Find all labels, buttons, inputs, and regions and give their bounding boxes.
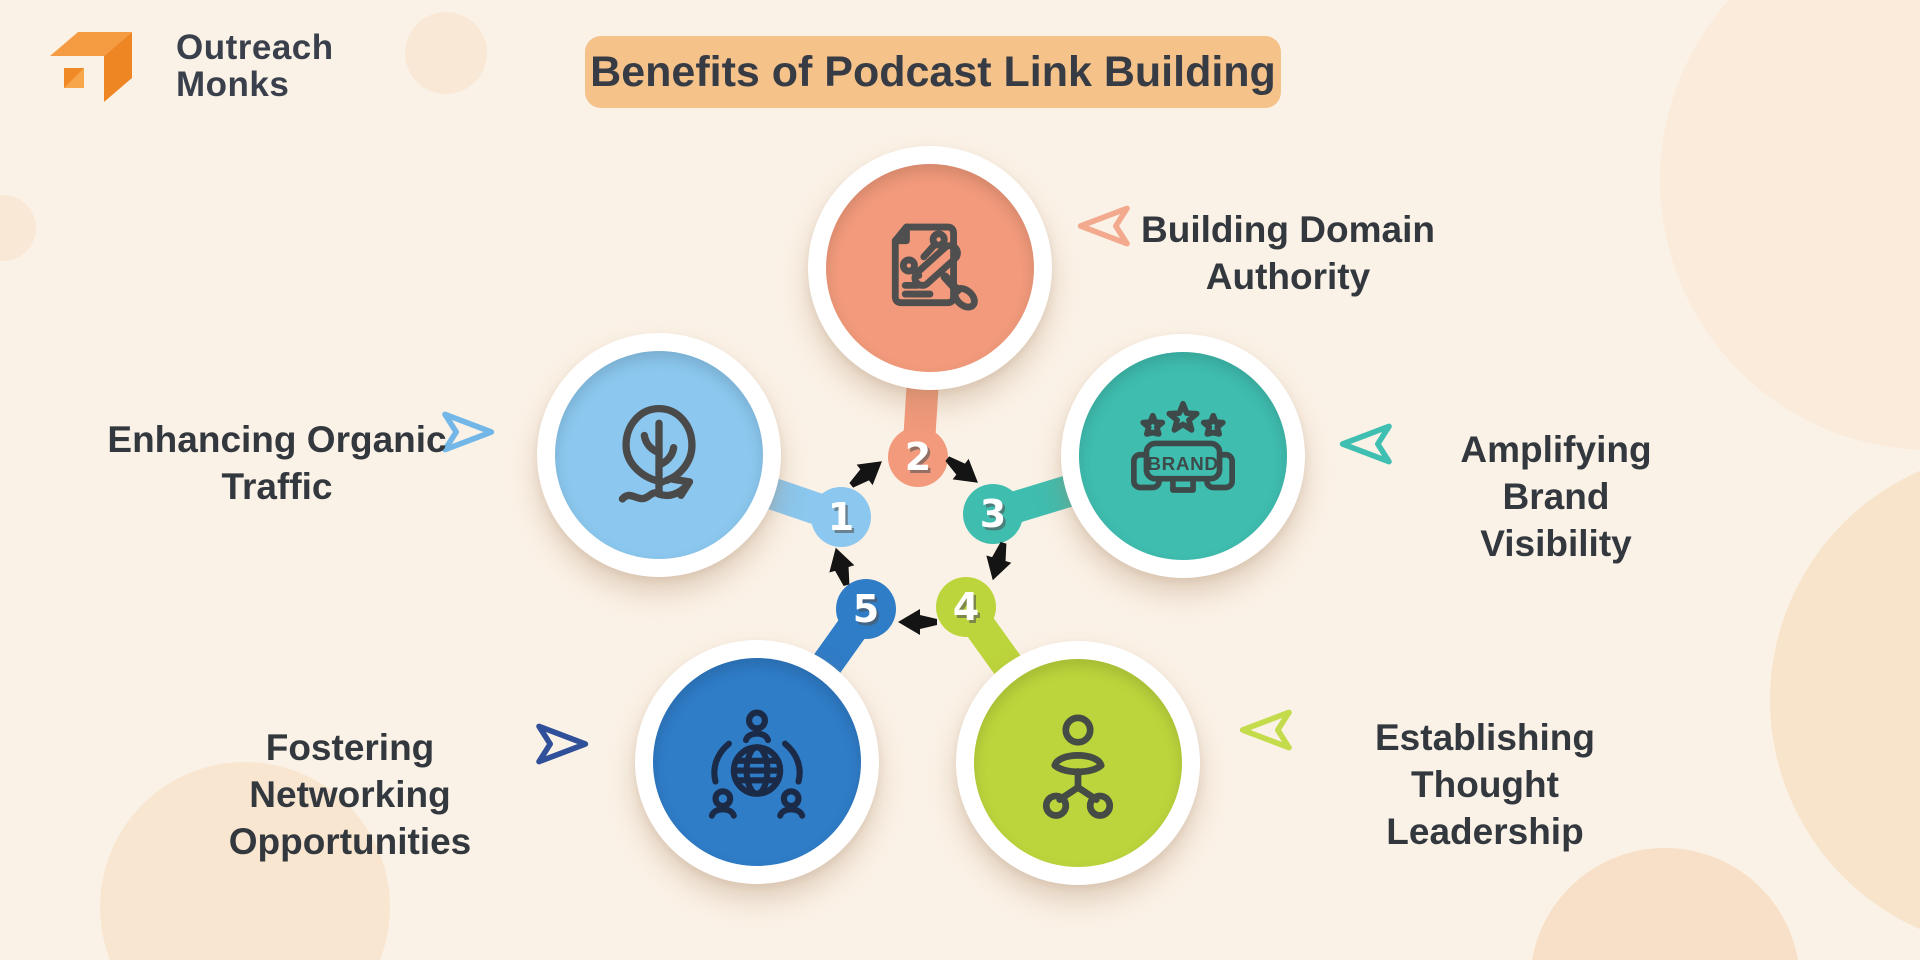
number-bubble-1: 1: [811, 487, 871, 547]
label-line-1: Amplifying Brand: [1460, 429, 1652, 517]
number-bubble-4: 4: [936, 577, 996, 637]
node-label-building-domain-authority: Building Domain Authority: [1138, 206, 1438, 300]
logo-line-2: Monks: [176, 65, 290, 104]
node-label-fostering-networking-opportunities: Fostering Networking Opportunities: [172, 724, 528, 865]
background-blob: [1660, 0, 1920, 450]
chevron-right-icon: [442, 411, 495, 453]
chevron-left-icon: [1077, 205, 1130, 247]
background-blob: [1770, 450, 1920, 950]
logo-line-1: Outreach: [176, 28, 334, 67]
step-number: 4: [952, 585, 980, 629]
organic-growth-icon: [618, 404, 696, 503]
global-network-icon: [708, 709, 806, 819]
chevron-right-icon: [536, 723, 589, 765]
background-blob: [405, 12, 487, 94]
node-circle-amplifying-brand-visibility: BRAND: [1061, 334, 1305, 578]
outreach-monks-cube-icon: [50, 32, 132, 102]
label-line-1: Building Domain: [1141, 209, 1435, 250]
number-bubble-2: 2: [888, 427, 948, 487]
cycle-arrow-4-5: [898, 609, 937, 635]
page-title: Benefits of Podcast Link Building: [585, 36, 1281, 108]
node-circle-building-domain-authority: [808, 146, 1052, 390]
node-circle-fostering-networking-opportunities: [635, 640, 879, 884]
content-audit-icon: [891, 223, 978, 311]
node-label-amplifying-brand-visibility: Amplifying Brand Visibility: [1406, 426, 1706, 567]
node-disc: [653, 658, 861, 866]
brand-sign-icon: BRAND: [1131, 400, 1235, 493]
label-line-1: Establishing Thought: [1375, 717, 1595, 805]
logo: Outreach Monks: [40, 26, 334, 106]
node-circle-enhancing-organic-traffic: [537, 333, 781, 577]
node-disc: BRAND: [1079, 352, 1287, 560]
step-number: 3: [979, 492, 1007, 536]
label-line-1: Fostering Networking: [249, 727, 451, 815]
cycle-arrow-5-1: [829, 547, 855, 587]
label-line-2: Visibility: [1480, 523, 1632, 564]
label-line-1: Enhancing Organic: [107, 419, 447, 460]
logo-text: Outreach Monks: [176, 29, 334, 103]
step-number: 1: [827, 495, 855, 539]
number-bubble-3: 3: [963, 484, 1023, 544]
node-label-enhancing-organic-traffic: Enhancing Organic Traffic: [77, 416, 477, 510]
chevron-left-icon: [1339, 423, 1392, 465]
background-blob: [1530, 848, 1800, 960]
brand-icon-text: BRAND: [1147, 454, 1218, 475]
label-line-2: Traffic: [221, 466, 333, 507]
cycle-arrow-3-4: [986, 541, 1012, 581]
chevron-left-icon: [1239, 709, 1292, 751]
label-line-2: Authority: [1205, 256, 1371, 297]
number-bubble-5: 5: [836, 579, 896, 639]
node-circle-establishing-thought-leadership: [956, 641, 1200, 885]
node-disc: [555, 351, 763, 559]
label-line-2: Leadership: [1386, 811, 1584, 852]
cycle-arrow-2-3: [945, 456, 978, 483]
background-blob: [0, 195, 36, 261]
step-number: 2: [904, 435, 932, 479]
cycle-arrow-1-2: [849, 461, 882, 488]
node-label-establishing-thought-leadership: Establishing Thought Leadership: [1308, 714, 1662, 855]
node-disc: [974, 659, 1182, 867]
people-hierarchy-icon: [1042, 714, 1114, 819]
step-number: 5: [852, 587, 880, 631]
label-line-2: Opportunities: [228, 821, 472, 862]
node-disc: [826, 164, 1034, 372]
